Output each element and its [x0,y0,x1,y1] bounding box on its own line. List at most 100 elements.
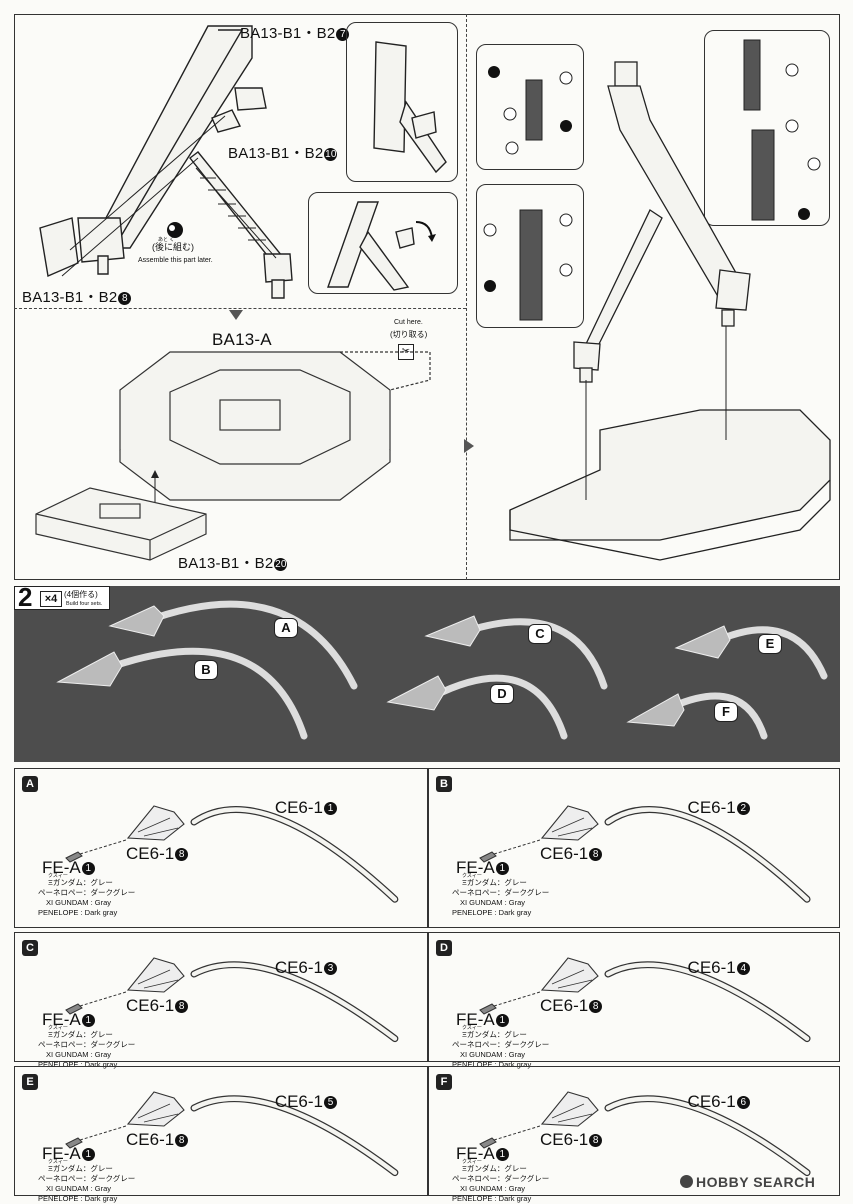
detail-inset-3 [476,44,584,170]
step2-multiplier-box: ×4 [40,591,62,607]
assembled-stand-drawing [509,61,831,561]
color-en-penelope: PENELOPE : Dark gray [452,1060,532,1069]
effect-letter-b: B [194,660,218,680]
furigana: クスィー [48,1025,68,1031]
color-en-penelope: PENELOPE : Dark gray [452,908,532,917]
step1-horizontal-divider [14,308,466,309]
base-small-drawing [35,487,207,561]
color-jp-penelope: ペーネロペー：ダークグレー [452,1174,550,1183]
panel-letter: F [436,1074,452,1090]
assemble-later-en: Assemble this part later. [138,257,213,264]
watermark: HOBBY SEARCH [696,1174,816,1190]
color-jp-xi: Ξガンダム：グレー [462,1030,527,1039]
color-en-xi: XI GUNDAM : Gray [460,898,526,907]
panel-f [428,1066,840,1196]
color-jp-penelope: ペーネロペー：ダークグレー [452,1040,550,1049]
furigana: クスィー [48,873,68,879]
color-jp-xi: Ξガンダム：グレー [48,1030,113,1039]
panel-a [14,768,428,928]
panel-effect-drawing [65,957,399,1043]
cut-here-en: Cut here. [394,319,423,326]
panel-letter: E [22,1074,38,1090]
ba13a-title: BA13-A [212,330,272,349]
panel-effect-drawing [65,805,399,903]
panel-c [14,932,428,1062]
color-jp-xi: Ξガンダム：グレー [48,878,113,887]
panel-letter: D [436,940,452,956]
detail-inset-4 [476,184,584,328]
step2-number-box [14,586,110,610]
step2-multiplier-en: Build four sets. [66,601,103,607]
down-arrow-icon [229,310,243,320]
furigana: クスィー [462,873,482,879]
detail-inset-2-drawing [327,201,436,291]
right-arrow-icon [464,439,474,453]
effect-letter-d: D [490,684,514,704]
color-jp-penelope: ペーネロペー：ダークグレー [38,1040,136,1049]
cut-here-jp: (切り取る) [390,330,428,339]
effect-letter-f: F [714,702,738,722]
color-en-penelope: PENELOPE : Dark gray [38,1060,118,1069]
color-en-xi: XI GUNDAM : Gray [460,1184,526,1193]
effect-letter-c: C [528,624,552,644]
color-en-xi: XI GUNDAM : Gray [46,1050,112,1059]
panel-effect-drawing [479,805,811,903]
furigana: クスィー [462,1159,482,1165]
color-en-xi: XI GUNDAM : Gray [46,1184,112,1193]
assemble-later-jp: (後に組む) [152,242,194,252]
color-en-penelope: PENELOPE : Dark gray [38,908,118,917]
detail-inset-2 [308,192,458,294]
panel-e [14,1066,428,1196]
panel-letter: B [436,776,452,792]
step1-frame [14,14,840,580]
furigana: クスィー [462,1025,482,1031]
step2-effects-drawing [56,600,828,740]
color-jp-penelope: ペーネロペー：ダークグレー [452,888,550,897]
effect-letter-e: E [758,634,782,654]
color-en-xi: XI GUNDAM : Gray [460,1050,526,1059]
effect-letter-a: A [274,618,298,638]
step1-vertical-divider [466,14,467,580]
panel-effect-drawing [479,1091,811,1177]
panel-effect-drawing [65,1091,399,1177]
step2-multiplier-jp: (4個作る) [64,590,98,599]
color-jp-xi: Ξガンダム：グレー [462,1164,527,1173]
color-en-penelope: PENELOPE : Dark gray [38,1194,118,1203]
color-en-xi: XI GUNDAM : Gray [46,898,112,907]
color-jp-penelope: ペーネロペー：ダークグレー [38,1174,136,1183]
stand-arm-drawing [39,25,293,299]
watermark-logo-icon [680,1175,693,1188]
detail-inset-5 [704,30,830,226]
base-ba13a-drawing [119,351,431,501]
color-jp-xi: Ξガンダム：グレー [462,878,527,887]
panel-b [428,768,840,928]
step2-number: 2 [18,582,33,612]
panel-d [428,932,840,1062]
color-jp-penelope: ペーネロペー：ダークグレー [38,888,136,897]
color-en-penelope: PENELOPE : Dark gray [452,1194,532,1203]
panel-letter: A [22,776,38,792]
panel-letter: C [22,940,38,956]
detail-inset-1 [346,22,458,182]
color-jp-xi: Ξガンダム：グレー [48,1164,113,1173]
